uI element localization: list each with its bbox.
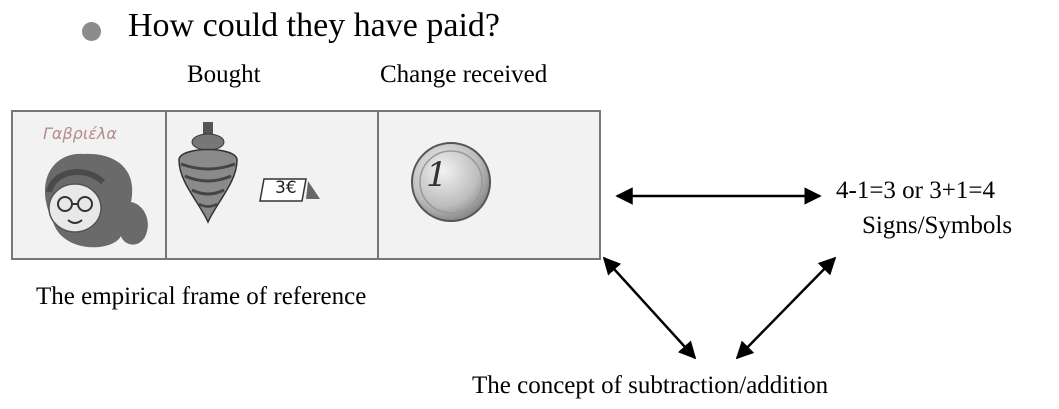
slide-title: How could they have paid? [128, 7, 500, 44]
spinning-top-illustration [178, 122, 238, 224]
concept-label: The concept of subtraction/addition [472, 372, 829, 399]
price-label: 3€ [275, 178, 297, 198]
double-arrow-icon [602, 256, 697, 360]
cell-change: 1 [377, 112, 599, 258]
bullet-icon [82, 22, 101, 41]
girl-illustration [44, 153, 148, 248]
picture-strip: Γαβριέλα 3€ [11, 110, 601, 260]
cell-bought: 3€ [165, 112, 377, 258]
child-name: Γαβριέλα [43, 124, 117, 143]
coin-value: 1 [426, 155, 448, 195]
column-header-bought: Bought [187, 61, 261, 88]
empirical-frame-label: The empirical frame of reference [36, 283, 367, 310]
formula-label: 4-1=3 or 3+1=4 [836, 177, 995, 204]
signs-symbols-label: Signs/Symbols [862, 212, 1013, 239]
euro-coin-illustration [411, 142, 491, 222]
column-header-change: Change received [380, 61, 548, 88]
double-arrow-icon [735, 256, 837, 360]
cell-child: Γαβριέλα [13, 112, 165, 258]
price-tag-icon [259, 178, 320, 202]
